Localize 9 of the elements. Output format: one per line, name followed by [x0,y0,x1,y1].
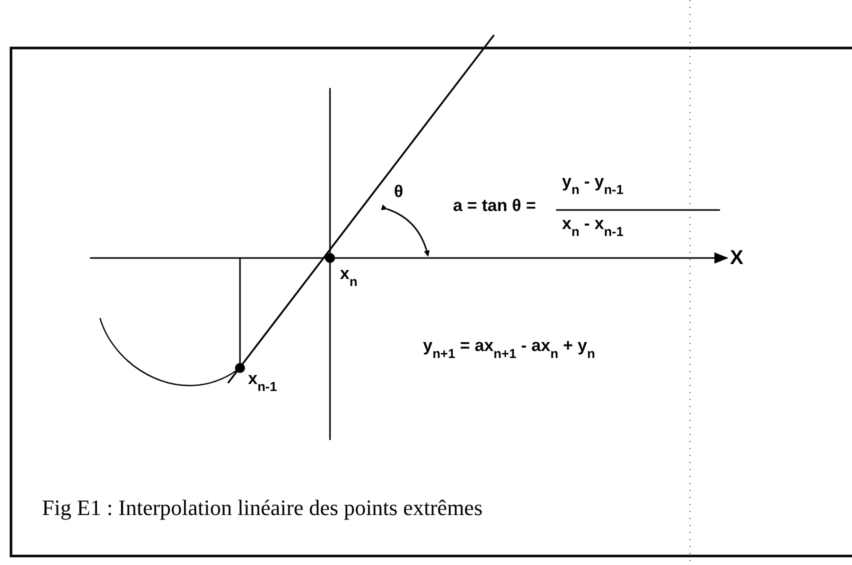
axis-label: X [730,246,744,270]
figure-caption: Fig E1 : Interpolation linéaire des points extrêmes [42,495,483,521]
fraction-denominator: x$_{n}$ - x$_{n-1}$ [562,214,624,240]
angle-label: θ [394,182,404,202]
point-label: x$_{n}$ [340,264,358,290]
point-label: x$_{n-1}$ [248,369,277,395]
formula-text: a = tan θ = [453,196,536,216]
formula-text: y$_{n+1}$ = ax$_{n+1}$ - ax$_{n}$ + y$_{n}$ [423,336,596,362]
fraction-numerator: y$_{n}$ - y$_{n-1}$ [562,172,624,198]
